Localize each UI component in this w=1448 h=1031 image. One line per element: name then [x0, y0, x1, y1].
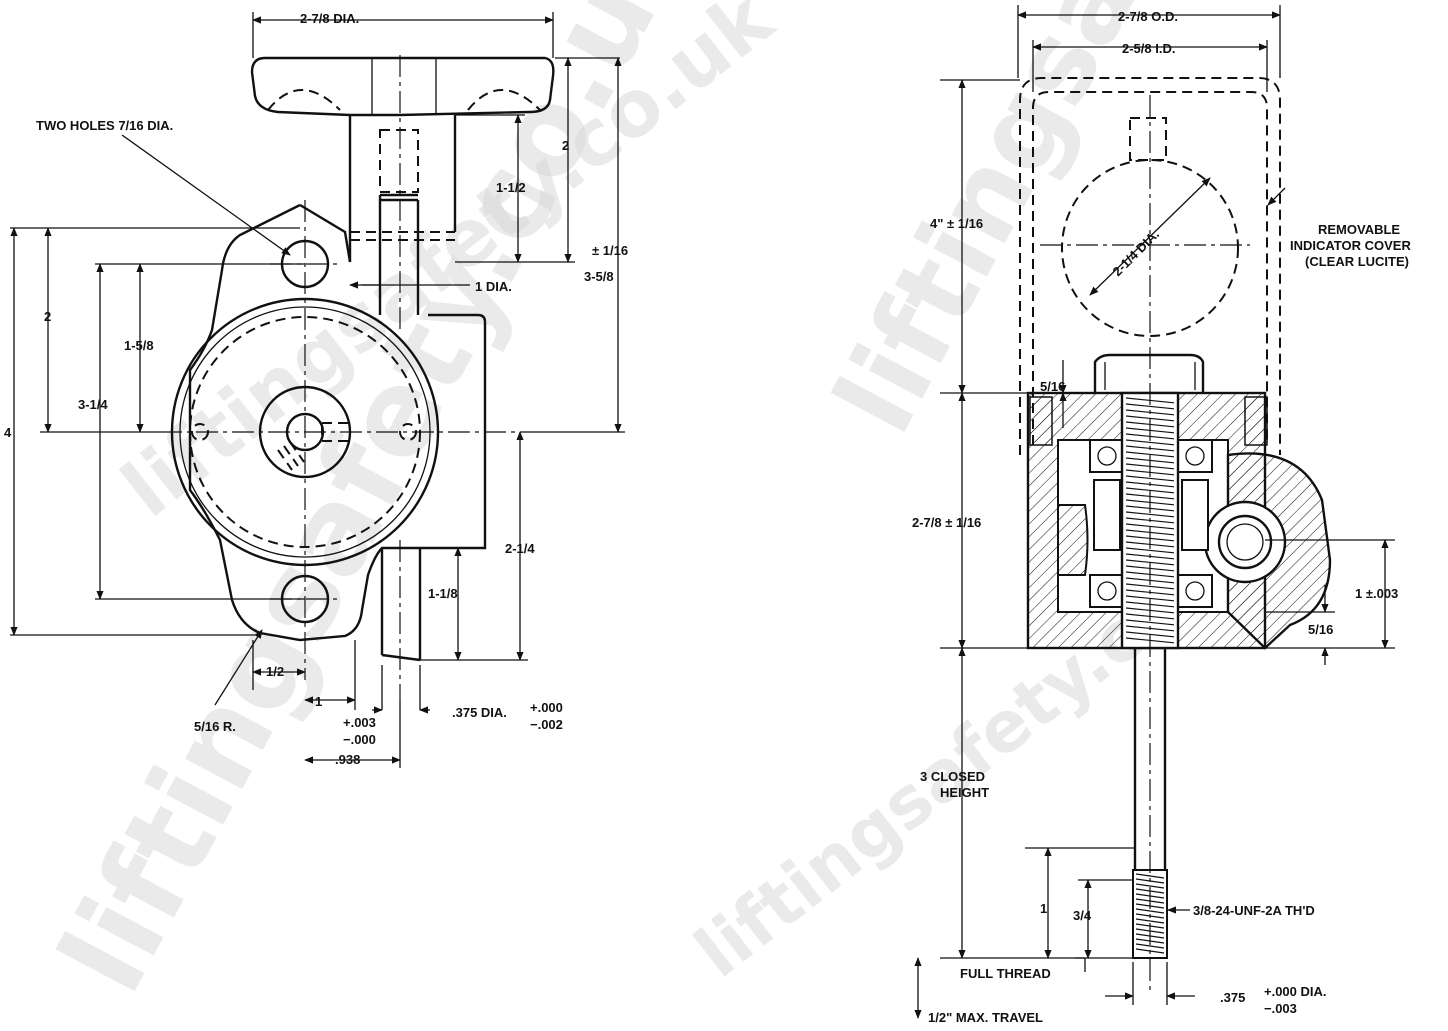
label-dim-2-1-4: 2-1/4 [505, 541, 535, 556]
label-dim-938: .938 [335, 752, 360, 767]
label-thread: 3/8-24-UNF-2A TH'D [1193, 903, 1315, 918]
label-height-4: 4" ± 1/16 [930, 216, 983, 231]
label-cover-line2: INDICATOR COVER [1290, 238, 1411, 253]
label-dim-3-1-4: 3-1/4 [78, 397, 108, 412]
label-closed-line1: 3 CLOSED [920, 769, 985, 784]
label-two-holes: TWO HOLES 7/16 DIA. [36, 118, 173, 133]
label-radius: 5/16 R. [194, 719, 236, 734]
label-cover-line3: (CLEAR LUCITE) [1305, 254, 1409, 269]
label-dim-3-4: 3/4 [1073, 908, 1092, 923]
label-dim-3-5-8: 3-5/8 [584, 269, 614, 284]
label-dim-4: 4 [4, 425, 12, 440]
label-stem-tol-minus: −.003 [1264, 1001, 1297, 1016]
label-dim-5-16-top: 5/16 [1040, 379, 1065, 394]
left-view [10, 12, 625, 768]
label-dim-2-top: 2 [562, 138, 569, 153]
label-handle-dia: 2-7/8 DIA. [300, 11, 359, 26]
label-shaft-dia: .375 DIA. [452, 705, 507, 720]
label-max-travel: 1/2" MAX. TRAVEL [928, 1010, 1043, 1025]
label-tol-minus-000: −.000 [343, 732, 376, 747]
label-dim-1: 1 [1040, 901, 1047, 916]
label-dim-1: 1 [315, 694, 322, 709]
label-closed-line2: HEIGHT [940, 785, 989, 800]
label-od: 2-7/8 O.D. [1118, 9, 1178, 24]
label-tol-1-16: ± 1/16 [592, 243, 628, 258]
label-tol-plus-003: +.003 [343, 715, 376, 730]
bearings [1089, 439, 1213, 608]
label-shaft-tol-minus: −.002 [530, 717, 563, 732]
label-dim-1-1-2: 1-1/2 [496, 180, 526, 195]
label-dim-1-5-8: 1-5/8 [124, 338, 154, 353]
label-cover-line1: REMOVABLE [1318, 222, 1400, 237]
label-dim-1-1-8: 1-1/8 [428, 586, 458, 601]
label-dial-dia: 2-1/4 DIA. [1110, 227, 1163, 280]
label-dim-1-dia: 1 DIA. [475, 279, 512, 294]
label-dim-1-2: 1/2 [266, 664, 284, 679]
right-view [914, 5, 1395, 1019]
indicator-cover [1019, 77, 1281, 455]
label-dim-1-003: 1 ±.003 [1355, 586, 1398, 601]
label-dim-2-7-8: 2-7/8 ± 1/16 [912, 515, 981, 530]
label-stem-dia: .375 [1220, 990, 1245, 1005]
handle-knob [250, 56, 555, 117]
label-stem-tol-plus: +.000 DIA. [1264, 984, 1327, 999]
label-shaft-tol-plus: +.000 [530, 700, 563, 715]
label-dim-5-16-bottom: 5/16 [1308, 622, 1333, 637]
label-dim-2-left: 2 [44, 309, 51, 324]
dial-circle [1061, 159, 1239, 337]
label-full-thread: FULL THREAD [960, 966, 1051, 981]
label-id: 2-5/8 I.D. [1122, 41, 1175, 56]
